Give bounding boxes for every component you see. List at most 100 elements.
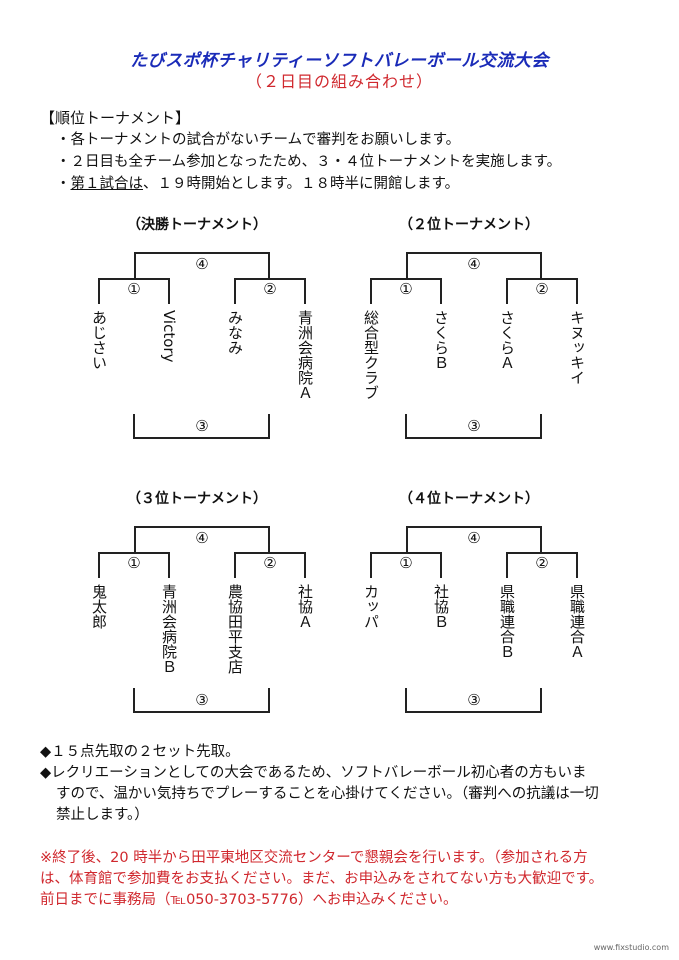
match-number: ④ bbox=[195, 529, 209, 547]
bracket-line bbox=[133, 414, 135, 438]
note-line: 禁止します。） bbox=[56, 807, 149, 823]
bracket-line bbox=[304, 278, 306, 304]
bracket-line bbox=[98, 552, 100, 578]
team-name: Victory bbox=[160, 310, 178, 363]
bracket-line bbox=[134, 252, 136, 278]
team-name: 県職連合Ｂ bbox=[498, 584, 516, 659]
bullet-rest: 、１９時開始とします。１８時半に開館します。 bbox=[143, 176, 460, 192]
bracket-line bbox=[405, 437, 542, 439]
bracket-line bbox=[168, 278, 170, 304]
match-number: ④ bbox=[467, 255, 481, 273]
bullet-item: ・各トーナメントの試合がないチームで審判をお願いします。 bbox=[56, 132, 461, 148]
bracket-line bbox=[370, 278, 372, 304]
bracket-line bbox=[506, 552, 578, 554]
bracket-line bbox=[304, 552, 306, 578]
bracket-line bbox=[268, 414, 270, 438]
bullet-item: ・第１試合は、１９時開始とします。１８時半に開館します。 bbox=[56, 173, 561, 195]
team-name: 鬼太郎 bbox=[90, 584, 108, 629]
bracket-line bbox=[540, 414, 542, 438]
bracket-line bbox=[98, 552, 170, 554]
team-name: 青洲会病院Ｂ bbox=[160, 584, 178, 674]
bracket-line bbox=[540, 526, 542, 552]
match-number: ③ bbox=[467, 417, 481, 435]
match-number: ④ bbox=[195, 255, 209, 273]
section-heading: 【順位トーナメント】 bbox=[40, 109, 191, 127]
match-number: ① bbox=[399, 280, 413, 298]
team-name: さくらＢ bbox=[432, 310, 450, 370]
watermark: www.fixstudio.com bbox=[593, 943, 669, 952]
match-number: ① bbox=[127, 554, 141, 572]
bracket-title: （４位トーナメント） bbox=[399, 491, 539, 507]
bracket-line bbox=[406, 252, 408, 278]
bracket-final: （決勝トーナメント） ④ ① ② ③ あじさい Victory みなみ 青洲会病… bbox=[72, 214, 322, 464]
bracket-line bbox=[234, 278, 306, 280]
bracket-line bbox=[405, 688, 407, 712]
team-name: 農協田平支店 bbox=[226, 584, 244, 674]
match-number: ② bbox=[535, 280, 549, 298]
team-name: 社協Ｂ bbox=[432, 584, 450, 629]
bracket-line bbox=[506, 278, 578, 280]
bracket-line bbox=[134, 252, 270, 254]
bracket-line bbox=[540, 252, 542, 278]
bracket-line bbox=[576, 552, 578, 578]
bracket-line bbox=[234, 552, 306, 554]
bracket-line bbox=[405, 711, 542, 713]
bracket-second: （２位トーナメント） ④ ① ② ③ 総合型クラブ さくらＢ さくらＡ キヌッキ… bbox=[344, 214, 594, 464]
match-number: ③ bbox=[195, 691, 209, 709]
match-number: ② bbox=[263, 280, 277, 298]
bracket-line bbox=[405, 414, 407, 438]
bracket-line bbox=[506, 278, 508, 304]
bullet-list: ・各トーナメントの試合がないチームで審判をお願いします。 ・２日目も全チーム参加… bbox=[56, 129, 561, 195]
note-line: ◆レクリエーションとしての大会であるため、ソフトバレーボール初心者の方もいま bbox=[40, 765, 587, 781]
team-name: 総合型クラブ bbox=[362, 310, 380, 400]
team-name: カッパ bbox=[362, 584, 380, 629]
bullet-dot: ・ bbox=[56, 176, 71, 192]
rules-notes: ◆１５点先取の２セット先取。 ◆レクリエーションとしての大会であるため、ソフトバ… bbox=[40, 742, 650, 826]
bracket-line bbox=[134, 526, 270, 528]
team-name: 社協Ａ bbox=[296, 584, 314, 629]
bracket-line bbox=[506, 552, 508, 578]
social-event-notice: ※終了後、20 時半から田平東地区交流センターで懇親会を行います。（参加される方… bbox=[40, 848, 655, 911]
bracket-line bbox=[133, 711, 270, 713]
team-name: さくらＡ bbox=[498, 310, 516, 370]
bracket-line bbox=[268, 252, 270, 278]
bracket-line bbox=[406, 526, 408, 552]
bracket-line bbox=[440, 278, 442, 304]
bracket-line bbox=[134, 526, 136, 552]
page-title: たびスポ杯チャリティーソフトバレーボール交流大会 bbox=[130, 51, 549, 71]
team-name: 県職連合Ａ bbox=[568, 584, 586, 659]
underlined-text: 第１試合は bbox=[70, 176, 144, 192]
bracket-line bbox=[268, 688, 270, 712]
notice-line: は、体育館で参加費をお支払ください。まだ、お申込みをされてない方も大歓迎です。 bbox=[40, 871, 604, 887]
bracket-line bbox=[370, 552, 372, 578]
bullet-item: ・２日目も全チーム参加となったため、３・４位トーナメントを実施します。 bbox=[56, 154, 562, 170]
bracket-line bbox=[168, 552, 170, 578]
notice-line: 前日までに事務局（℡050-3703-5776）へお申込みください。 bbox=[40, 892, 458, 908]
bracket-line bbox=[576, 278, 578, 304]
bracket-title: （２位トーナメント） bbox=[399, 217, 539, 233]
bracket-line bbox=[268, 526, 270, 552]
bracket-line bbox=[133, 437, 270, 439]
bracket-line bbox=[406, 526, 542, 528]
match-number: ② bbox=[535, 554, 549, 572]
match-number: ④ bbox=[467, 529, 481, 547]
page-subtitle: （２日目の組み合わせ） bbox=[245, 72, 433, 91]
bracket-fourth: （４位トーナメント） ④ ① ② ③ カッパ 社協Ｂ 県職連合Ｂ 県職連合Ａ bbox=[344, 488, 594, 738]
bracket-line bbox=[234, 552, 236, 578]
bracket-line bbox=[98, 278, 170, 280]
bracket-line bbox=[440, 552, 442, 578]
bracket-line bbox=[540, 688, 542, 712]
bracket-third: （３位トーナメント） ④ ① ② ③ 鬼太郎 青洲会病院Ｂ 農協田平支店 社協Ａ bbox=[72, 488, 322, 738]
team-name: 青洲会病院Ａ bbox=[296, 310, 314, 400]
bracket-line bbox=[406, 252, 542, 254]
match-number: ② bbox=[263, 554, 277, 572]
team-name: キヌッキイ bbox=[568, 310, 586, 385]
team-name: みなみ bbox=[226, 310, 244, 355]
bracket-line bbox=[98, 278, 100, 304]
note-line: すので、温かい気持ちでプレーすることを心掛けてください。（審判への抗議は一切 bbox=[56, 786, 599, 802]
bracket-line bbox=[370, 552, 442, 554]
match-number: ① bbox=[127, 280, 141, 298]
notice-line: ※終了後、20 時半から田平東地区交流センターで懇親会を行います。（参加される方 bbox=[40, 850, 588, 866]
note-line: ◆１５点先取の２セット先取。 bbox=[40, 744, 240, 760]
match-number: ③ bbox=[467, 691, 481, 709]
